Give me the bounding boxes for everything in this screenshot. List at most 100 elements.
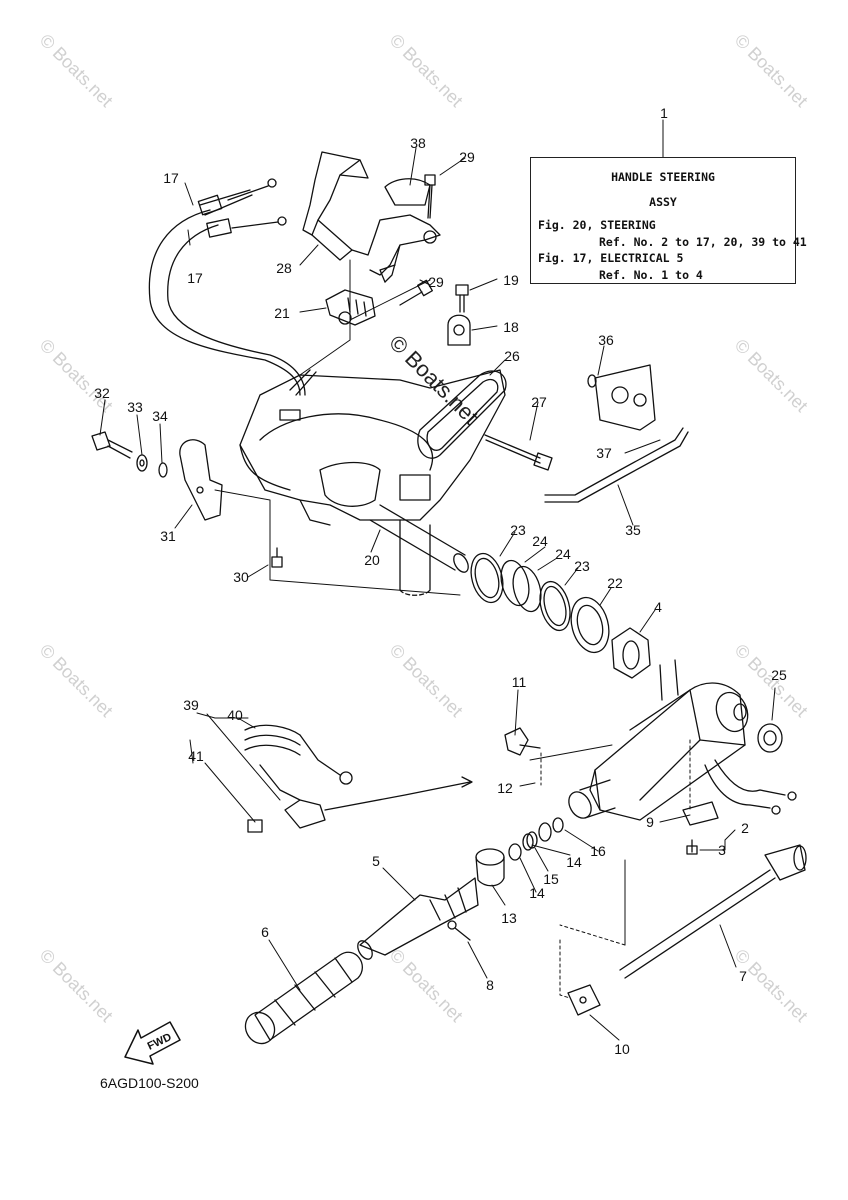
part-38-cover (384, 178, 431, 206)
cables-2 (704, 759, 797, 815)
callout-26: 26 (504, 348, 520, 364)
ring-24b (512, 565, 542, 613)
rod-35 (544, 427, 689, 503)
cover-plate-26 (417, 370, 507, 459)
callout-12: 12 (497, 780, 513, 796)
callout-13: 13 (501, 910, 517, 926)
callout-27: 27 (531, 394, 547, 410)
callout-25: 25 (771, 667, 787, 683)
callout-22: 22 (607, 575, 623, 591)
callout-17b: 17 (187, 270, 203, 286)
screw-19 (455, 284, 469, 313)
callout-24b: 24 (555, 546, 571, 562)
switch-36 (587, 364, 656, 431)
callout-29b: 29 (428, 274, 444, 290)
screw-29-side (399, 279, 433, 306)
diagram-code: 6AGD100-S200 (100, 1075, 199, 1091)
reference-title-line1: HANDLE STEERING (611, 170, 715, 184)
callout-7: 7 (739, 968, 747, 984)
callout-11: 11 (511, 674, 527, 690)
callout-31: 31 (160, 528, 176, 544)
callout-18: 18 (503, 319, 519, 335)
callout-1: 1 (660, 105, 668, 121)
callout-15: 15 (543, 871, 559, 887)
tiller-arm-body (589, 659, 749, 821)
plate-9 (682, 801, 719, 826)
callout-20: 20 (364, 552, 380, 568)
screw-29-top (424, 174, 436, 219)
callout-24a: 24 (532, 533, 548, 549)
reference-box: HANDLE STEERING ASSY Fig. 20, STEERING R… (530, 157, 807, 284)
callout-21: 21 (274, 305, 290, 321)
callout-23b: 23 (574, 558, 590, 574)
clip-10 (567, 984, 601, 1016)
bolt-32 (91, 431, 133, 459)
washer-34 (158, 462, 168, 478)
knob-11 (504, 727, 541, 756)
callout-17a: 17 (163, 170, 179, 186)
bracket-31 (179, 439, 223, 521)
bushing-4 (611, 627, 651, 679)
callout-5: 5 (372, 853, 380, 869)
washer-14b (508, 843, 522, 861)
knob-25 (757, 723, 783, 753)
callout-35: 35 (625, 522, 641, 538)
screw-30 (271, 547, 283, 568)
callout-28: 28 (276, 260, 292, 276)
leader-lines-lower (189, 687, 776, 1041)
callout-30: 30 (233, 569, 249, 585)
callout-33: 33 (127, 399, 143, 415)
callout-39: 39 (183, 697, 199, 713)
reference-line5: Fig. 17, ELECTRICAL 5 (538, 251, 684, 265)
callout-9: 9 (646, 814, 654, 830)
bushing-22 (570, 596, 610, 654)
steering-shaft-20 (369, 504, 469, 596)
shaft-end (568, 779, 616, 819)
grip-6 (244, 951, 364, 1045)
ring-24a (500, 559, 530, 607)
callout-34: 34 (152, 408, 168, 424)
callout-10: 10 (614, 1041, 630, 1057)
callout-14b: 14 (529, 885, 545, 901)
o-ring-23b (539, 580, 571, 632)
callout-38: 38 (410, 135, 426, 151)
callout-8: 8 (486, 977, 494, 993)
bolt-27 (484, 434, 553, 471)
grommet-21 (325, 289, 376, 326)
callout-36: 36 (598, 332, 614, 348)
screw-8 (447, 920, 471, 941)
callout-32: 32 (94, 385, 110, 401)
stop-switch-assembly (244, 724, 473, 833)
callout-4: 4 (654, 599, 662, 615)
leader-lines-upper (99, 119, 664, 633)
throttle-cables (148, 178, 306, 396)
washer-33 (136, 454, 148, 472)
callout-6: 6 (261, 924, 269, 940)
callout-2: 2 (741, 820, 749, 836)
washer-16 (552, 817, 564, 833)
reference-title-line2: ASSY (649, 195, 677, 209)
cable-7 (619, 844, 807, 979)
callout-37: 37 (596, 445, 612, 461)
reference-line4: Ref. No. 2 to 17, 20, 39 to 41 (599, 235, 807, 249)
steering-bracket (239, 369, 506, 526)
callout-40: 40 (227, 707, 243, 723)
screw-3 (686, 839, 698, 855)
callout-23a: 23 (510, 522, 526, 538)
throttle-grip-body-5 (357, 877, 479, 960)
reference-line3: Fig. 20, STEERING (538, 218, 656, 232)
callout-14a: 14 (566, 854, 582, 870)
callout-41: 41 (188, 748, 204, 764)
clamp-18 (447, 314, 471, 346)
callout-19: 19 (503, 272, 519, 288)
callout-16: 16 (590, 843, 606, 859)
spring-15 (522, 831, 538, 851)
reference-line6: Ref. No. 1 to 4 (599, 268, 703, 282)
washer-14a (538, 822, 552, 842)
collar-13 (475, 848, 505, 887)
handle-bracket (302, 151, 441, 283)
callout-29a: 29 (459, 149, 475, 165)
fwd-arrow (124, 1021, 181, 1065)
callout-3: 3 (718, 842, 726, 858)
